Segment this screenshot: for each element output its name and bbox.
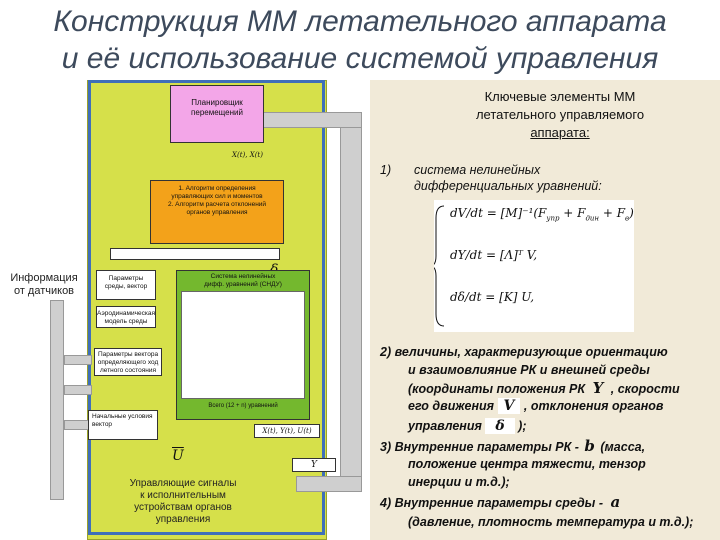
symbol-delta: δ [485,418,515,434]
feedback-arrow-bottom [296,476,362,492]
item-4-line-2: (давление, плотность температура и т.д.)… [408,515,694,529]
control-signals-label-2: к исполнительным [140,490,226,501]
sensor-info-label: Информация от датчиков [0,272,88,298]
item-3-line-1b-text: (масса, [600,440,646,454]
sensor-arrow-1 [64,355,92,365]
motion-params-label-1: Параметры вектора [97,351,159,358]
item-2-line-5-text: управления [408,419,482,433]
formula-strip [110,248,280,260]
symbol-a: a [610,493,621,511]
item-2-line-4-text: его движения [408,399,495,413]
item-1-number: 1) [380,163,392,177]
equation-brace [429,205,445,327]
panel-heading-line-3: аппарата: [530,125,590,140]
panel-heading-line-1: Ключевые элементы ММ [484,89,636,104]
key-elements-panel: Ключевые элементы ММ летательного управл… [370,80,720,540]
environment-model-box: Параметры среды, вектор [96,270,156,300]
item-4-line-1-text: 4) Внутренние параметры среды - [380,496,603,510]
algorithm-label-2: управляющих сил и моментов [171,193,263,200]
equation-system: dV/dt = [M]⁻¹(Fупр + Fдин + Fв) dY/dt = … [429,200,634,332]
u-symbol: U [172,448,184,464]
item-3-line-1: 3) Внутренние параметры РК - b (масса, [380,438,645,455]
y-vector-symbol: Y [311,460,317,470]
aero-model-box: Аэродинамическая модель среды [96,306,156,328]
algorithm-label-3: 2. Алгоритм расчета отклонений [167,201,267,208]
equation-2: dY/dt = [Λ]ᵀ V, [450,248,538,262]
item-4-line-1: 4) Внутренние параметры среды - a [380,494,624,511]
motion-params-label-3: летного состояния [100,367,156,374]
symbol-v: V [497,398,521,414]
slide-title-line-1: Конструкция ММ летательного аппарата [53,5,667,38]
algorithm-box: 1. Алгоритм определения управляющих сил … [150,180,284,244]
nonlinear-system-label-2: дифф. уравнений (СНДУ) [204,281,282,288]
item-2-line-5b-text: ); [518,419,527,433]
feedback-arrow-vertical [340,112,362,492]
sensor-arrow-vertical [50,300,64,500]
initial-conditions-box: Начальные условия вектор [88,410,158,440]
y-vector-box: Y [292,458,336,472]
nonlinear-equations-area [181,291,305,399]
initial-conditions-label-2: вектор [92,421,113,428]
nonlinear-system-label-1: Система нелинейных [210,273,276,280]
control-signals-label-4: управления [155,514,211,525]
sensor-arrow-2 [64,385,92,395]
motion-params-label-2: определяющего ход [97,359,159,366]
motion-params-box: Параметры вектора определяющего ход летн… [94,348,162,376]
item-3-line-1-text: 3) Внутренние параметры РК - [380,440,579,454]
planner-label-2: перемещений [191,108,243,117]
diagram-frame [88,80,325,535]
outputs-box: X(t), Y(t), U(t) [254,424,320,438]
item-2-line-4b-text: , отклонения органов [523,399,664,413]
item-1-line-2: дифференциальных уравнений: [414,179,602,193]
algorithm-label-4: органов управления [186,209,248,216]
equation-1: dV/dt = [M]⁻¹(Fупр + Fдин + Fв) [450,206,634,223]
control-signals-label: Управляющие сигналы к исполнительным уст… [118,478,248,526]
algorithm-label-1: 1. Алгоритм определения [178,185,256,192]
item-2-line-4: его движения V , отклонения органов [408,398,663,414]
equation-3: dδ/dt = [K] U, [450,290,535,304]
symbol-b: b [584,437,595,455]
aero-model-label-1: Аэродинамическая [97,310,155,317]
item-3-line-3: инерции и т.д.); [408,475,510,489]
control-signals-label-3: устройствам органов [134,502,232,513]
item-1-line-1: система нелинейных [414,163,541,177]
nonlinear-system-box: Система нелинейных дифф. уравнений (СНДУ… [176,270,310,420]
planner-output-label: X(t), X(t) [232,151,263,159]
sensor-info-label-2: от датчиков [13,285,75,297]
panel-heading-line-2: летательного управляемого [475,107,645,122]
panel-heading: Ключевые элементы ММ летательного управл… [400,88,720,142]
sensor-info-label-1: Информация [10,272,78,284]
symbol-y: Y [592,379,604,397]
control-signals-label-1: Управляющие сигналы [129,478,237,489]
total-equations-label: Всего (12 + n) уравнений [208,403,278,409]
slide-title-line-2: и её использование системой управления [61,42,659,75]
aero-model-label-2: модель среды [104,318,148,325]
planner-label-1: Планировщик [191,98,243,107]
item-2-line-3-text: (координаты положения РК [408,382,586,396]
item-3-line-2: положение центра тяжести, тензор [408,457,646,471]
initial-conditions-label-1: Начальные условия [92,413,153,420]
item-2-line-2: и взаимовлияние РК и внешней среды [408,363,650,377]
outputs-label: X(t), Y(t), U(t) [262,427,312,435]
item-2-line-3: (координаты положения РК Y , скорости [408,380,680,397]
item-2-line-5: управления δ ); [408,418,526,434]
item-1-text: система нелинейных дифференциальных урав… [414,162,602,194]
planner-box: Планировщик перемещений [170,85,264,143]
item-2-line-1: 2) величины, характеризующие ориентацию [380,345,668,359]
environment-model-label-1: Параметры [108,275,144,282]
feedback-arrow-top [262,112,362,128]
item-2-line-3b-text: , скорости [610,382,680,396]
environment-model-label-2: среды, вектор [104,283,148,290]
